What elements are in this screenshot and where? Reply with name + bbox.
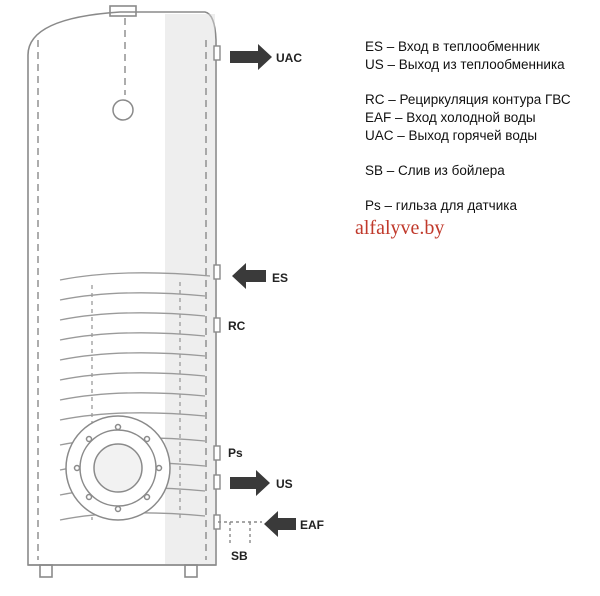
label-uac: UAC xyxy=(276,51,302,65)
label-eaf: EAF xyxy=(300,518,324,532)
tank-shading xyxy=(165,14,215,564)
arrow-uac xyxy=(230,44,272,70)
arrow-eaf xyxy=(264,511,296,537)
arrow-es xyxy=(232,263,266,289)
legend-gap xyxy=(365,74,595,91)
watermark-text: alfalyve.by xyxy=(355,217,445,239)
hot-water-pipe xyxy=(37,18,207,560)
legend-gap xyxy=(365,180,595,197)
label-ps: Ps xyxy=(228,446,243,460)
arrow-us xyxy=(230,470,270,496)
label-us: US xyxy=(276,477,293,491)
legend-item-es: ES – Вход в теплообменник xyxy=(365,39,540,54)
label-es: ES xyxy=(272,271,288,285)
legend-gap xyxy=(365,145,595,162)
anode-port xyxy=(112,99,134,121)
side-fittings xyxy=(213,45,221,530)
label-rc: RC xyxy=(228,319,246,333)
legend-item-rc: RC – Рециркуляция контура ГВС xyxy=(365,92,571,107)
legend-item-sb: SB – Слив из бойлера xyxy=(365,163,505,178)
label-sb: SB xyxy=(231,549,248,563)
legend-item-uac: UAC – Выход горячей воды xyxy=(365,128,538,143)
legend: ES – Вход в теплообменник US – Выход из … xyxy=(365,38,595,215)
tank-body xyxy=(27,5,217,578)
drain-pipe xyxy=(218,521,262,545)
inspection-flange xyxy=(65,415,171,521)
legend-item-ps: Ps – гильза для датчика xyxy=(365,198,517,213)
legend-item-eaf: EAF – Вход холодной воды xyxy=(365,110,536,125)
legend-item-us: US – Выход из теплообменника xyxy=(365,57,565,72)
